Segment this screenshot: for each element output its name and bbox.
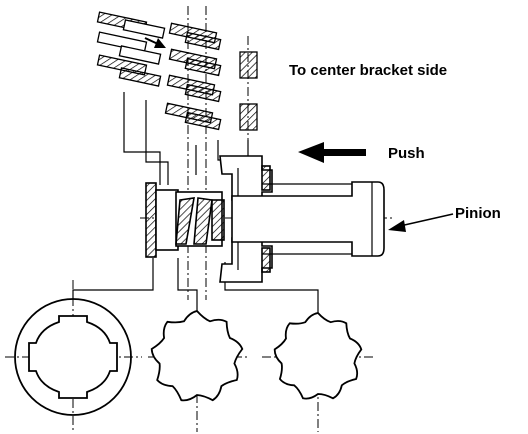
small-arrow-icon [144, 37, 166, 48]
internal-spline-section [14, 298, 132, 416]
push-label: Push [388, 145, 425, 162]
helical-spline-segments [96, 11, 222, 131]
pinion-shaft-assembly [145, 155, 385, 283]
helical-gear-section [150, 310, 244, 402]
straight-spline-segments [239, 51, 258, 131]
push-arrow-icon [298, 142, 366, 163]
pinion-pointer-icon [388, 213, 454, 232]
pinion-label: Pinion [455, 205, 501, 222]
spline-gear-section [273, 312, 363, 400]
center-bracket-label: To center bracket side [289, 62, 448, 79]
